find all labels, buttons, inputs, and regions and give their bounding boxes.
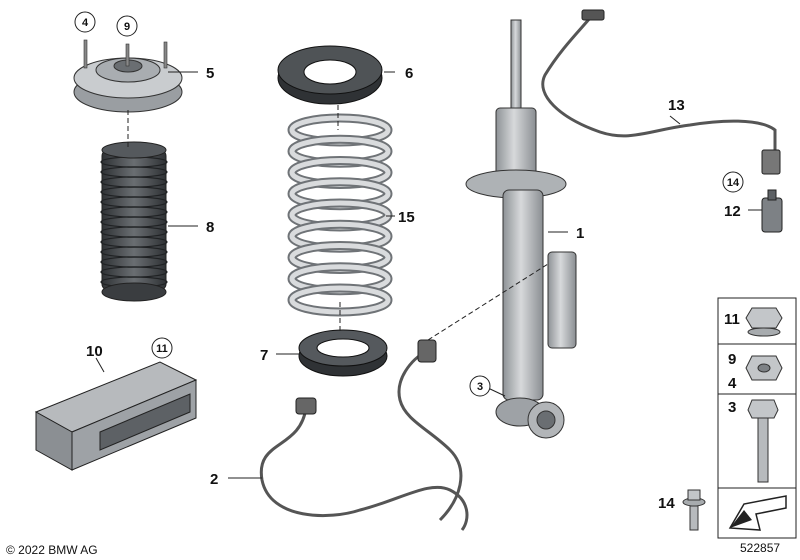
legend-label-11: 11	[724, 311, 740, 328]
legend-label-4: 4	[728, 375, 737, 392]
label-15: 15	[398, 209, 415, 226]
flange-bolt-icon	[682, 489, 706, 531]
copyright-text: © 2022 BMW AG	[6, 543, 98, 557]
legend-label-9: 9	[728, 351, 736, 368]
upper-spring-pad-part	[277, 45, 383, 105]
label-1: 1	[576, 225, 584, 242]
lower-spring-pad-part	[298, 329, 388, 377]
circled-label-4: 4	[74, 11, 96, 33]
dust-boot-part	[100, 141, 168, 302]
svg-text:11: 11	[156, 343, 168, 355]
strut-mount-part	[73, 39, 183, 113]
diagram-number: 522857	[740, 541, 780, 555]
reference-arrow-icon	[728, 495, 787, 531]
label-5: 5	[206, 65, 214, 82]
svg-text:9: 9	[124, 21, 130, 33]
hex-nut-icon	[745, 355, 783, 381]
legend-label-3: 3	[728, 399, 736, 416]
circled-label-11: 11	[151, 337, 173, 359]
wire-harness-part	[541, 9, 781, 175]
svg-text:3: 3	[477, 381, 483, 393]
label-13: 13	[668, 97, 685, 114]
label-2: 2	[210, 471, 218, 488]
hex-bolt-icon	[747, 399, 779, 483]
coil-spring-part	[287, 113, 393, 317]
legend-label-14: 14	[658, 495, 675, 512]
fastener-legend: 11 9 4 3 14	[658, 297, 797, 539]
circled-label-14: 14	[722, 171, 744, 193]
label-8: 8	[206, 219, 214, 236]
circled-label-3: 3	[469, 375, 491, 397]
control-unit-part	[34, 361, 198, 471]
label-10: 10	[86, 343, 103, 360]
shock-absorber-part	[465, 19, 577, 439]
flange-nut-icon	[745, 307, 783, 337]
label-12: 12	[724, 203, 741, 220]
sensor-part	[761, 189, 783, 233]
circled-label-9: 9	[116, 15, 138, 37]
sensor-cable-part	[259, 339, 469, 531]
label-7: 7	[260, 347, 268, 364]
svg-text:14: 14	[727, 177, 740, 189]
svg-text:4: 4	[82, 17, 89, 29]
label-6: 6	[405, 65, 413, 82]
